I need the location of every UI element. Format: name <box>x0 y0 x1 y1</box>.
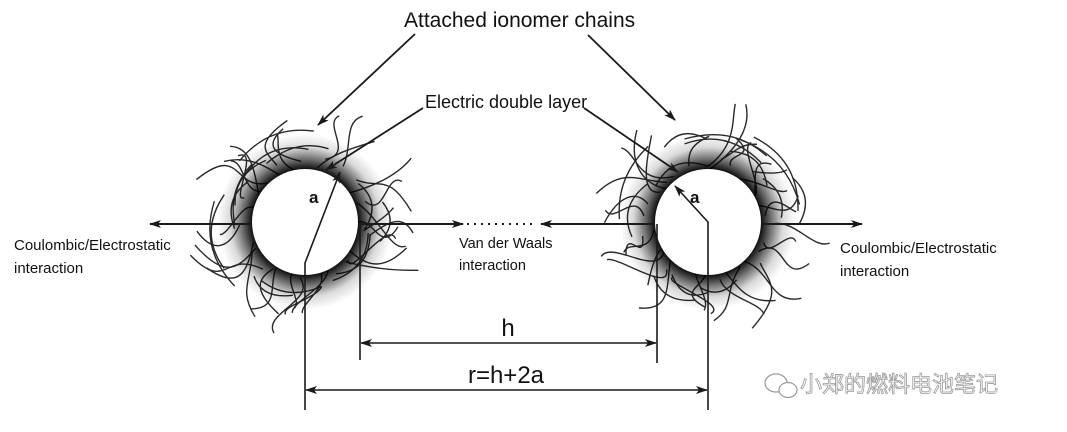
right-interaction-line1: Coulombic/Electrostatic <box>840 240 997 257</box>
watermark: 小郑的燃料电池笔记 <box>764 373 998 399</box>
chains-pointer-left <box>317 33 416 126</box>
radius-line-left <box>304 171 341 410</box>
left-interaction-line2: interaction <box>14 260 83 277</box>
edl-pointer-right <box>583 107 679 173</box>
vdw-interaction-line2: interaction <box>459 258 526 274</box>
wechat-icon <box>764 373 798 399</box>
ionomer-chain <box>238 129 314 162</box>
watermark-text: 小郑的燃料电池笔记 <box>800 373 998 398</box>
ionomer-chain <box>740 139 801 205</box>
attached-ionomer-chains-label: Attached ionomer chains <box>404 9 635 32</box>
ionomer-chain <box>791 176 807 224</box>
radius-label-right: a <box>690 188 700 207</box>
center-distance-label: r=h+2a <box>468 362 545 389</box>
radius-label-left: a <box>309 188 319 207</box>
ionomer-chain <box>618 145 649 220</box>
left-interaction-line1: Coulombic/Electrostatic <box>14 237 171 254</box>
gap-label-h: h <box>501 315 514 342</box>
ionomer-chain <box>209 200 236 287</box>
particle-left <box>252 169 358 275</box>
radius-line-right <box>674 185 709 410</box>
right-interaction-line2: interaction <box>840 263 909 280</box>
vdw-interaction-line1: Van der Waals <box>459 236 553 252</box>
chains-pointer-right <box>587 34 676 121</box>
electric-double-layer-label: Electric double layer <box>425 92 587 112</box>
edl-pointer-left <box>325 107 424 171</box>
